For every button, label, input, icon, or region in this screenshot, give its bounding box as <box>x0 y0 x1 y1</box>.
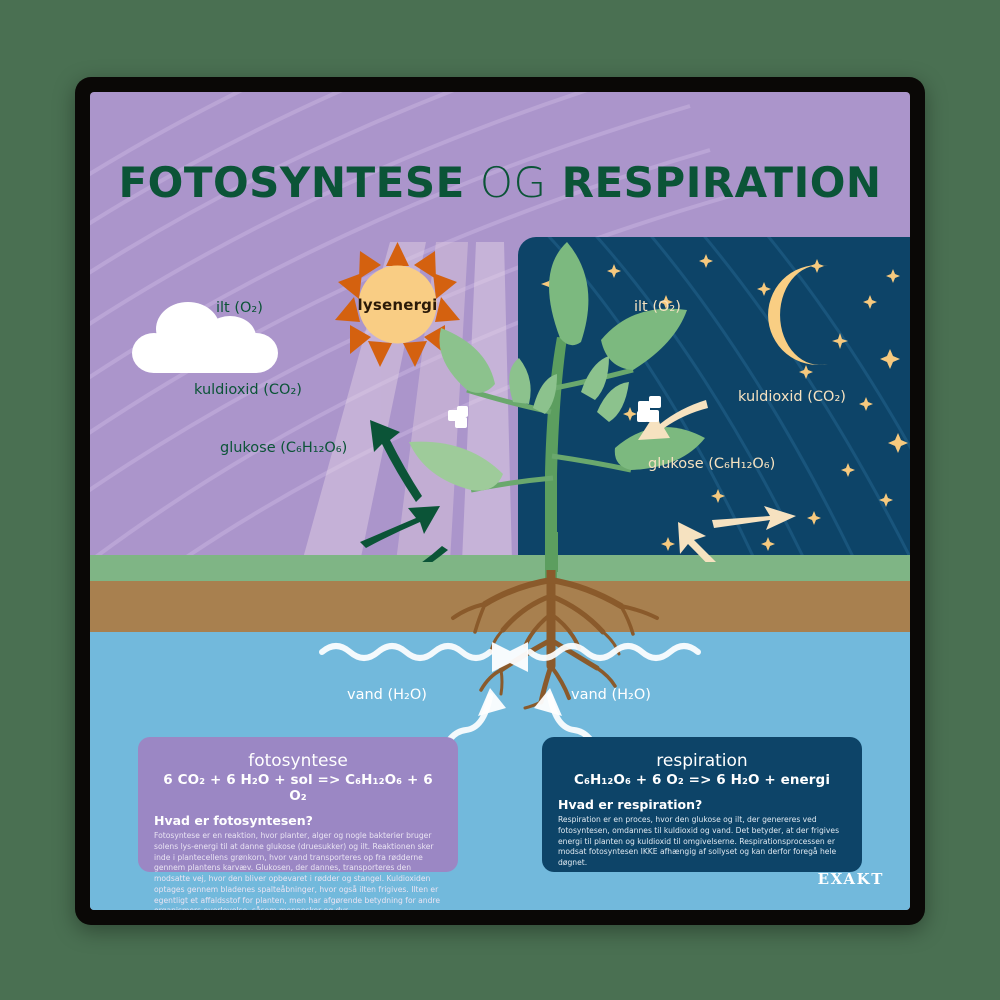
photosynthesis-heading: Hvad er fotosyntesen? <box>154 813 313 828</box>
moon-icon <box>768 265 828 365</box>
glucose-cube-day-icon <box>448 406 468 428</box>
photosynthesis-equation: 6 CO₂ + 6 H₂O + sol => C₆H₁₂O₆ + 6 O₂ <box>163 772 433 804</box>
sun-icon: lysenergi <box>335 242 460 367</box>
night-label-oxygen: ilt (O₂) <box>634 299 681 315</box>
respiration-box-title: respiration <box>656 751 748 771</box>
photosynthesis-body-text: Fotosyntese er en reaktion, hvor planter… <box>154 831 441 910</box>
respiration-equation: C₆H₁₂O₆ + 6 O₂ => 6 H₂O + energi <box>573 772 831 788</box>
title-word-og: OG <box>479 158 547 207</box>
poster-canvas: FOTOSYNTESE OG RESPIRATION <box>90 92 910 910</box>
water-label-left: vand (H₂O) <box>347 687 427 703</box>
soil-band <box>90 581 910 632</box>
day-label-oxygen: ilt (O₂) <box>216 300 263 316</box>
page-title: FOTOSYNTESE OG RESPIRATION <box>90 158 910 207</box>
day-label-carbon-dioxide: kuldioxid (CO₂) <box>194 382 302 398</box>
cloud-icon <box>130 297 280 377</box>
respiration-heading: Hvad er respiration? <box>558 797 703 812</box>
plant-upper <box>409 242 705 582</box>
glucose-cube-night-icon <box>637 396 661 422</box>
stars <box>541 254 908 551</box>
photosynthesis-box-title: fotosyntese <box>248 751 348 771</box>
water-label-right: vand (H₂O) <box>571 687 651 703</box>
night-label-carbon-dioxide: kuldioxid (CO₂) <box>738 389 846 405</box>
grass-band <box>90 555 910 581</box>
respiration-info-box: respiration C₆H₁₂O₆ + 6 O₂ => 6 H₂O + en… <box>542 737 862 872</box>
day-arrows <box>360 420 448 562</box>
title-word-fotosyntese: FOTOSYNTESE <box>118 158 465 207</box>
exakt-logo: EXAKT <box>817 870 884 888</box>
respiration-body-text: Respiration er en proces, hvor den gluko… <box>558 815 840 868</box>
plant-stem-base <box>545 532 558 572</box>
night-arrows <box>638 400 796 562</box>
poster-frame: FOTOSYNTESE OG RESPIRATION <box>75 77 925 925</box>
night-label-glucose: glukose (C₆H₁₂O₆) <box>648 456 776 472</box>
title-word-respiration: RESPIRATION <box>561 158 882 207</box>
sun-label: lysenergi <box>357 295 438 314</box>
day-label-glucose: glukose (C₆H₁₂O₆) <box>220 440 348 456</box>
photosynthesis-info-box: fotosyntese 6 CO₂ + 6 H₂O + sol => C₆H₁₂… <box>138 737 458 910</box>
plant-roots <box>451 570 659 710</box>
